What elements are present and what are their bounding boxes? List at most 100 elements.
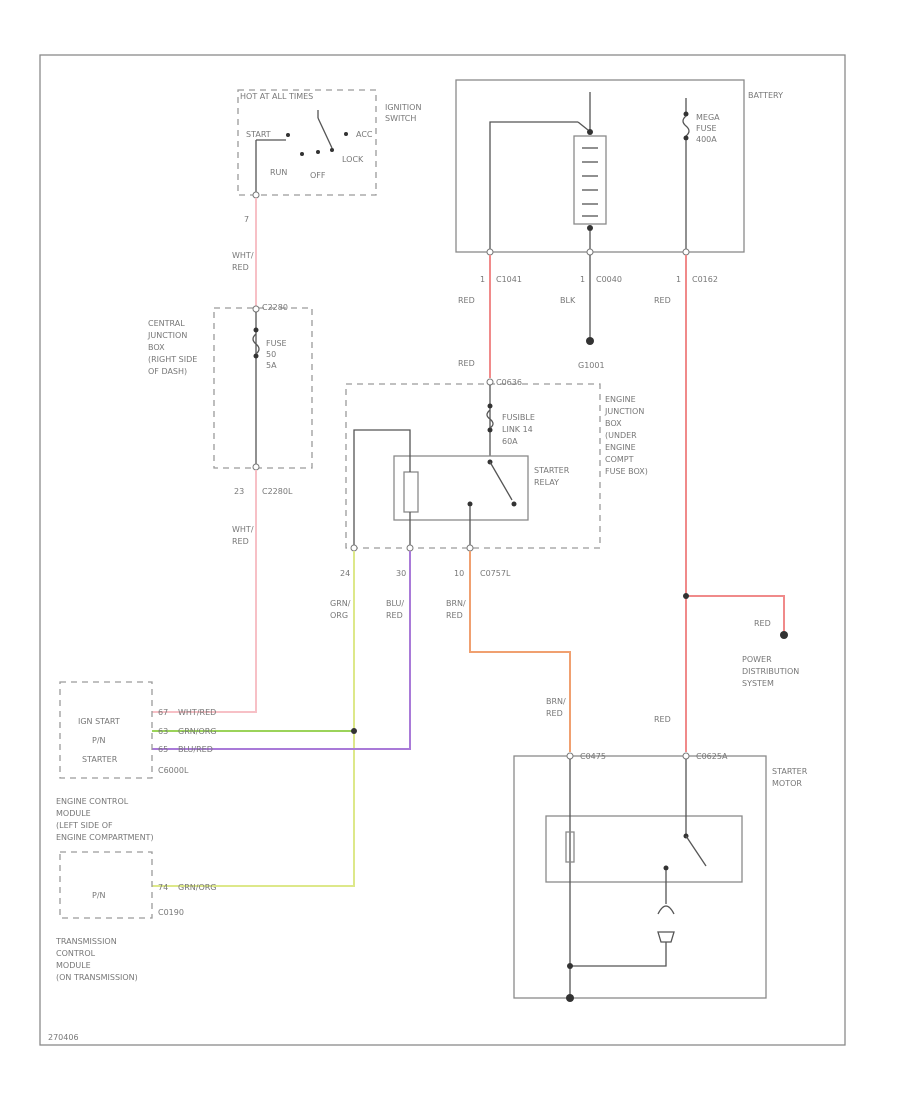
conn-pin: 1 — [580, 275, 585, 284]
pd-title-2: DISTRIBUTION — [742, 667, 799, 676]
ignition-pos-acc: ACC — [356, 130, 373, 139]
ecm-row-1: IGN START — [78, 717, 120, 726]
ejb-connector-bottom: C0757L — [480, 569, 511, 578]
motor-lead — [570, 942, 667, 967]
battery-terminal — [587, 225, 593, 231]
fusible-terminal — [487, 403, 493, 409]
wire-brn-red — [469, 551, 571, 752]
ejb-pin — [350, 544, 358, 552]
ecm-wire: WHT/RED — [178, 708, 216, 717]
wire-label: WHT/ — [232, 251, 254, 260]
ecm-wire: BLU/RED — [178, 745, 213, 754]
ejb-top-pin — [486, 378, 494, 386]
ground-icon — [586, 337, 594, 345]
wire-label: BLU/ — [386, 599, 404, 608]
tcm-pin: 74 — [158, 883, 168, 892]
motor-connector-2: C0625A — [696, 752, 728, 761]
wire-label: RED — [546, 709, 563, 718]
cjb-box — [213, 307, 313, 469]
fusible-terminal — [487, 427, 493, 433]
relay-switch — [489, 461, 513, 501]
solenoid — [545, 815, 743, 883]
ejb-title-6: COMPT — [605, 455, 634, 464]
battery-terminal — [587, 129, 593, 135]
battery-title: BATTERY — [748, 91, 783, 100]
ejb-title-3: BOX — [605, 419, 622, 428]
diagram-frame — [39, 54, 846, 1046]
ground-id: G1001 — [578, 361, 605, 370]
diagram-code: 270406 — [48, 1033, 79, 1042]
cjb-title-1: CENTRAL — [148, 319, 185, 328]
motor-brush-icon — [657, 905, 675, 915]
battery-box — [455, 79, 745, 253]
wire-label: ORG — [330, 611, 348, 620]
ignition-pin-label: 7 — [244, 215, 249, 224]
wire-blu-red — [152, 551, 411, 750]
cjb-title-3: BOX — [148, 343, 165, 352]
conn-pin: 1 — [480, 275, 485, 284]
ejb-pin — [466, 544, 474, 552]
fuse-terminal — [253, 327, 259, 333]
ejb-title-4: (UNDER — [605, 431, 637, 440]
wire-label: RED — [458, 359, 475, 368]
splice — [351, 728, 357, 734]
ignition-header: HOT AT ALL TIMES — [240, 92, 313, 101]
fuse-terminal — [253, 353, 259, 359]
ejb-title-5: ENGINE — [605, 443, 636, 452]
ecm-title-1: ENGINE CONTROL — [56, 797, 129, 806]
battery-pin — [682, 248, 690, 256]
ecm-row-2: P/N — [92, 736, 106, 745]
motor-title-1: STARTER — [772, 767, 808, 776]
cjb-title-5: OF DASH) — [148, 367, 187, 376]
relay-contact — [511, 501, 517, 507]
fusible-2: LINK 14 — [502, 425, 533, 434]
fuse-icon — [252, 333, 260, 355]
ignition-switch-box — [237, 89, 377, 196]
fuse-terminal — [683, 111, 689, 117]
wire-label: RED — [386, 611, 403, 620]
pd-title-3: SYSTEM — [742, 679, 774, 688]
switch-blade — [317, 117, 333, 149]
ignition-pin — [252, 191, 260, 199]
ejb-pin-label: 10 — [454, 569, 464, 578]
conn-id: C0040 — [596, 275, 622, 284]
wire-label: RED — [654, 715, 671, 724]
wire-wht-red-ecm — [152, 470, 257, 713]
wire-red-pd — [686, 595, 785, 632]
wire-label: RED — [654, 296, 671, 305]
battery-cells — [573, 135, 607, 225]
ecm-wire: GRN/ORG — [178, 727, 217, 736]
cjb-pin-bottom: 23 — [234, 487, 244, 496]
motor-pin — [566, 752, 574, 760]
ejb-connector-top: C0636 — [496, 378, 522, 387]
switch-contact — [286, 133, 290, 137]
ecm-pin: 63 — [158, 727, 168, 736]
wire-label: RED — [232, 263, 249, 272]
ejb-pin-label: 30 — [396, 569, 406, 578]
central-junction-box: C2280 FUSE 50 5A CENTRAL JUNCTION BOX (R… — [147, 303, 313, 496]
fusible-1: FUSIBLE — [502, 413, 535, 422]
fuse-terminal — [683, 135, 689, 141]
tcm-title-2: CONTROL — [56, 949, 96, 958]
ejb-title-7: FUSE BOX) — [605, 467, 648, 476]
wire-label: WHT/ — [232, 525, 254, 534]
engine-control-module: IGN START P/N STARTER 67 WHT/RED 63 GRN/… — [56, 681, 217, 842]
conn-pin: 1 — [676, 275, 681, 284]
splice — [683, 593, 689, 599]
wire-label: RED — [754, 619, 771, 628]
ecm-title-4: ENGINE COMPARTMENT) — [56, 833, 154, 842]
solenoid-contact — [663, 865, 669, 871]
switch-contact — [316, 150, 320, 154]
ignition-pos-start: START — [246, 130, 271, 139]
tcm-title-4: (ON TRANSMISSION) — [56, 973, 138, 982]
ecm-title-2: MODULE — [56, 809, 91, 818]
cjb-title-4: (RIGHT SIDE — [148, 355, 197, 364]
ignition-pos-run: RUN — [270, 168, 287, 177]
relay-label-2: RELAY — [534, 478, 559, 487]
conn-id: C0162 — [692, 275, 718, 284]
battery-pin — [586, 248, 594, 256]
transmission-control-module: P/N 74 GRN/ORG C0190 TRANSMISSION CONTRO… — [55, 851, 217, 982]
ejb-pin — [406, 544, 414, 552]
cjb-bottom-pin — [252, 463, 260, 471]
fusible-link-icon — [486, 409, 494, 429]
